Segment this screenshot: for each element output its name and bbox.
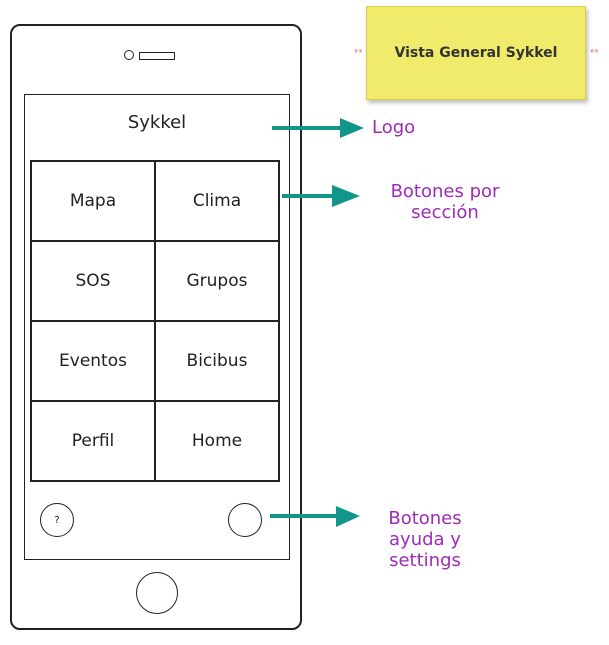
section-button-bicibus[interactable]: Bicibus bbox=[155, 321, 279, 401]
sticky-note: Vista General Sykkel bbox=[366, 6, 586, 100]
section-button-eventos[interactable]: Eventos bbox=[31, 321, 155, 401]
annotation-bottom-line3: settings bbox=[389, 550, 461, 571]
section-button-perfil[interactable]: Perfil bbox=[31, 401, 155, 481]
annotation-bottom-buttons: Botones ayuda y settings bbox=[370, 508, 480, 571]
right-handle-icon: ↔ bbox=[590, 46, 599, 57]
arrow-logo-head bbox=[340, 118, 364, 138]
arrow-sections bbox=[282, 194, 336, 198]
annotation-sections-line2: sección bbox=[411, 202, 479, 223]
section-button-mapa[interactable]: Mapa bbox=[31, 161, 155, 241]
section-button-home[interactable]: Home bbox=[155, 401, 279, 481]
settings-button[interactable] bbox=[228, 503, 262, 537]
annotation-bottom-line1: Botones bbox=[388, 508, 462, 529]
left-handle-icon: ↔ bbox=[354, 46, 363, 57]
section-grid: Mapa Clima SOS Grupos Eventos Bicibus Pe… bbox=[30, 160, 280, 482]
annotation-bottom-line2: ayuda y bbox=[389, 529, 461, 550]
arrow-bottom bbox=[270, 514, 340, 518]
phone-screen bbox=[24, 94, 290, 560]
section-button-sos[interactable]: SOS bbox=[31, 241, 155, 321]
phone-frame bbox=[10, 24, 302, 630]
annotation-logo: Logo bbox=[372, 117, 416, 138]
speaker-slot bbox=[139, 52, 175, 60]
annotation-sections-line1: Botones por bbox=[390, 181, 500, 202]
app-logo-title: Sykkel bbox=[127, 112, 187, 133]
help-button[interactable]: ? bbox=[40, 503, 74, 537]
arrow-logo bbox=[272, 126, 344, 130]
annotation-sections: Botones por sección bbox=[370, 181, 520, 223]
section-button-clima[interactable]: Clima bbox=[155, 161, 279, 241]
section-button-grupos[interactable]: Grupos bbox=[155, 241, 279, 321]
home-hardware-button[interactable] bbox=[136, 572, 178, 614]
arrow-sections-head bbox=[332, 185, 360, 207]
camera-icon bbox=[124, 50, 134, 60]
arrow-bottom-head bbox=[336, 506, 360, 527]
